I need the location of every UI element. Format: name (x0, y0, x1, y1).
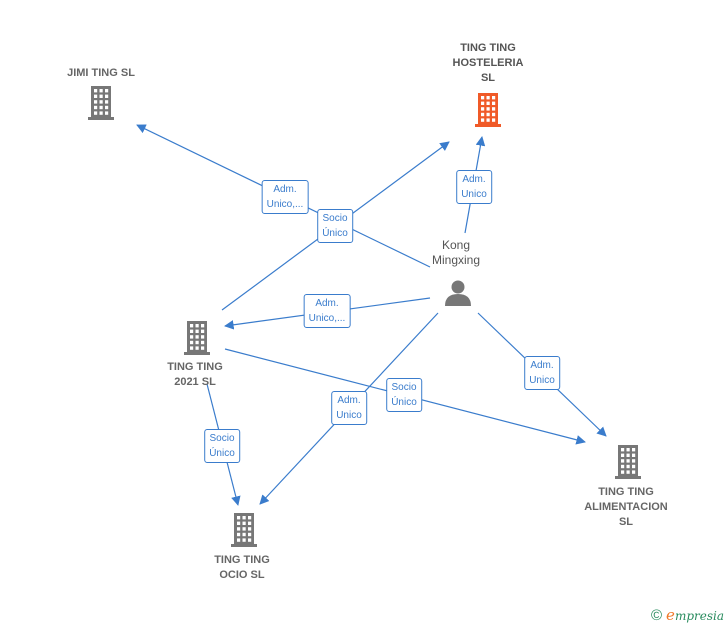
building-icon[interactable] (231, 513, 257, 547)
node-label-line: TING TING (214, 554, 270, 566)
edge-label-line: Unico (529, 375, 555, 386)
edge-label-kong-ocio[interactable]: Adm. Unico (331, 391, 367, 425)
node-label-line: 2021 SL (174, 376, 216, 388)
node-label-jimi[interactable]: JIMI TING SL (31, 66, 171, 81)
edge-label-line: Adm. (337, 395, 361, 406)
edge-label-line: Adm. (530, 360, 554, 371)
node-label-line: TING TING (460, 42, 516, 54)
edge-label-line: Único (391, 397, 417, 408)
node-label-t2021[interactable]: TING TING 2021 SL (125, 360, 265, 390)
copyright-icon: © (650, 607, 663, 624)
node-label-line: JIMI TING SL (67, 67, 135, 79)
building-icon[interactable] (88, 86, 114, 120)
node-label-line: Mingxing (431, 253, 481, 267)
node-label-line: OCIO SL (219, 569, 265, 581)
person-icon[interactable] (445, 280, 471, 307)
building-icon[interactable] (184, 321, 210, 355)
edge-label-line: Unico,... (308, 313, 346, 324)
node-label-ocio[interactable]: TING TING OCIO SL (172, 553, 312, 583)
node-label-line: Kong (441, 238, 471, 252)
node-label-hosteleria[interactable]: TING TING HOSTELERIA SL (418, 41, 558, 86)
edge-label-line: Socio (209, 433, 235, 444)
edge-label-line: Adm. (315, 298, 339, 309)
node-label-line: SL (618, 516, 634, 528)
building-icon[interactable] (615, 445, 641, 479)
building-icon[interactable] (475, 93, 501, 127)
edge-label-line: Adm. (462, 174, 486, 185)
edge-label-kong-t2021[interactable]: Adm. Unico,... (303, 294, 351, 328)
node-label-line: TING TING (598, 486, 654, 498)
node-label-line: SL (480, 72, 496, 84)
edge-label-line: Socio (322, 213, 348, 224)
node-label-line: ALIMENTACION (584, 501, 668, 513)
brand-name: mpresia (674, 609, 724, 623)
edge-label-line: Unico (461, 189, 487, 200)
edge-label-line: Unico (336, 410, 362, 421)
node-label-line: HOSTELERIA (452, 57, 524, 69)
edge-label-line: Adm. (273, 184, 297, 195)
node-label-line: TING TING (167, 361, 223, 373)
edge-label-line: Unico,... (266, 199, 304, 210)
edge-label-line: Socio (391, 382, 417, 393)
edge-label-kong-alimentacion[interactable]: Adm. Unico (524, 356, 560, 390)
footer-brand: ©empresia (651, 606, 724, 624)
edge-label-line: Único (322, 228, 348, 239)
edge-label-kong-hosteleria[interactable]: Adm. Unico (456, 170, 492, 204)
edge-label-line: Único (209, 448, 235, 459)
brand-initial: e (666, 606, 675, 624)
edge-label-kong-jimi[interactable]: Adm. Unico,... (261, 180, 309, 214)
node-label-alimentacion[interactable]: TING TING ALIMENTACION SL (556, 485, 696, 530)
